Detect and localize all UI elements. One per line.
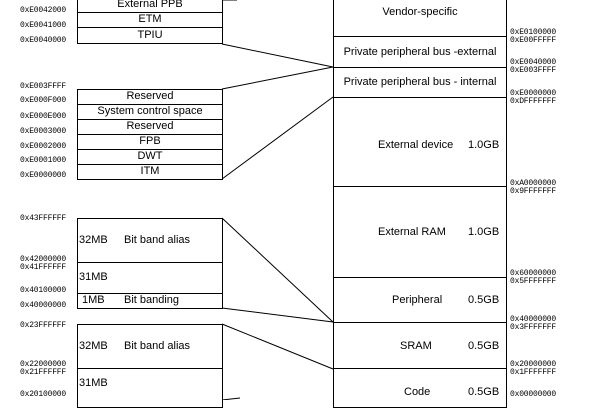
- addr-bbu-alias-lo: 0x42000000: [20, 255, 67, 264]
- bbu-alias-label: Bit band alias: [124, 234, 191, 246]
- ppb-row-itm: [77, 164, 223, 180]
- addr-r-c1: 0xE0000000: [510, 89, 557, 98]
- bbu-alias-size: 32MB: [79, 234, 108, 246]
- addr-r-d1: 0xA0000000: [510, 179, 557, 188]
- map-code-size: 0.5GB: [468, 386, 500, 398]
- map-ext-device-label: External device: [378, 139, 454, 151]
- map-ext-ram-label: External RAM: [378, 226, 446, 238]
- addr-r-g2: 0x1FFFFFFF: [510, 368, 557, 377]
- bbu-band-region: [77, 293, 223, 309]
- map-ext-device-size: 1.0GB: [468, 139, 500, 151]
- addr-bbu-alias-hi: 0x41FFFFFF: [20, 263, 67, 272]
- map-sram-label: SRAM: [400, 340, 432, 352]
- addr-ppb-int-0: 0xE000F000: [20, 96, 67, 105]
- addr-r-h1: 0x00000000: [510, 390, 557, 399]
- addr-ppb-int-1: 0xE000E000: [20, 112, 67, 121]
- bbu-alias-region: [77, 218, 223, 263]
- addr-bbl-top: 0x23FFFFFF: [20, 321, 67, 330]
- addr-r-a1: 0xE0100000: [510, 28, 557, 37]
- addr-r-a2: 0xE00FFFFF: [510, 36, 557, 45]
- addr-bbl-alias-hi: 0x21FFFFFF: [20, 368, 67, 377]
- addr-r-b2: 0xE003FFFF: [510, 66, 557, 75]
- ppb-int-item-4: DWT: [137, 150, 163, 162]
- bbl-gap-size: 31MB: [79, 377, 108, 389]
- map-ppb-external: [333, 36, 507, 68]
- addr-ppb-int-top: 0xE003FFFF: [20, 82, 67, 91]
- addr-r-c2: 0xDFFFFFFF: [510, 97, 557, 106]
- addr-r-f1: 0x40000000: [510, 315, 557, 324]
- addr-ppb-int-3: 0xE0002000: [20, 142, 67, 151]
- addr-r-f2: 0x3FFFFFFF: [510, 323, 557, 332]
- addr-bbu-band: 0x40000000: [20, 301, 67, 310]
- addr-ppb-int-5: 0xE0000000: [20, 171, 67, 180]
- addr-r-d2: 0x9FFFFFFF: [510, 187, 557, 196]
- connector-bitband-upper-bottom: [221, 307, 334, 323]
- connector-ppb-int-top: [221, 66, 334, 90]
- ppb-int-item-2: Reserved: [126, 120, 174, 132]
- map-ppb-internal: [333, 67, 507, 98]
- map-peripheral-label: Peripheral: [392, 294, 443, 306]
- ppb-row-tpiu: [77, 27, 223, 44]
- ppb-ext-item-1: ETM: [138, 13, 162, 25]
- addr-bbl-alias-lo: 0x22000000: [20, 360, 67, 369]
- map-ext-ram-size: 1.0GB: [468, 226, 500, 238]
- map-sram-size: 0.5GB: [468, 340, 500, 352]
- addr-ppb-ext-2: 0xE0040000: [20, 36, 67, 45]
- addr-bbl-gap: 0x20100000: [20, 390, 67, 399]
- map-peripheral-size: 0.5GB: [468, 294, 500, 306]
- map-external-ram: [333, 186, 507, 278]
- map-ppb-ext-label: Private peripheral bus -external: [343, 46, 497, 58]
- connector-bitband-upper-top: [221, 217, 334, 323]
- map-code-label: Code: [404, 386, 431, 398]
- addr-r-b1: 0xE0040000: [510, 58, 557, 67]
- bbu-gap-size: 31MB: [79, 271, 108, 283]
- map-vendor-label: Vendor-specific: [382, 6, 458, 18]
- connector-ppb-ext-bottom: [221, 43, 334, 68]
- ppb-int-item-1: System control space: [97, 105, 203, 117]
- addr-ppb-ext-1: 0xE0041000: [20, 21, 67, 30]
- bbl-alias-label: Bit band alias: [124, 340, 191, 352]
- addr-bbu-top: 0x43FFFFFF: [20, 214, 67, 223]
- connector-ppb-int-bottom: [221, 96, 334, 180]
- addr-r-e2: 0x5FFFFFFF: [510, 277, 557, 286]
- map-vendor-specific: [333, 0, 507, 37]
- bbu-band-label: Bit banding: [124, 294, 180, 306]
- map-external-device: [333, 97, 507, 187]
- map-peripheral: [333, 277, 507, 323]
- ppb-int-item-5: ITM: [140, 165, 160, 177]
- addr-ppb-int-2: 0xE0003000: [20, 127, 67, 136]
- ppb-int-item-3: FPB: [139, 135, 161, 147]
- addr-r-e1: 0x60000000: [510, 269, 557, 278]
- addr-ppb-int-4: 0xE0001000: [20, 156, 67, 165]
- ppb-int-item-0: Reserved: [126, 90, 174, 102]
- ppb-ext-item-2: TPIU: [137, 29, 163, 41]
- bbl-alias-size: 32MB: [79, 340, 108, 352]
- addr-ppb-ext-0: 0xE0042000: [20, 6, 67, 15]
- addr-r-g1: 0x20000000: [510, 360, 557, 369]
- connector-bitband-lower-top: [221, 323, 334, 370]
- ppb-ext-item-0: External PPB: [117, 0, 183, 10]
- addr-bbu-gap: 0x40100000: [20, 286, 67, 295]
- map-ppb-int-label: Private peripheral bus - internal: [343, 76, 497, 88]
- bbu-band-size: 1MB: [82, 294, 105, 306]
